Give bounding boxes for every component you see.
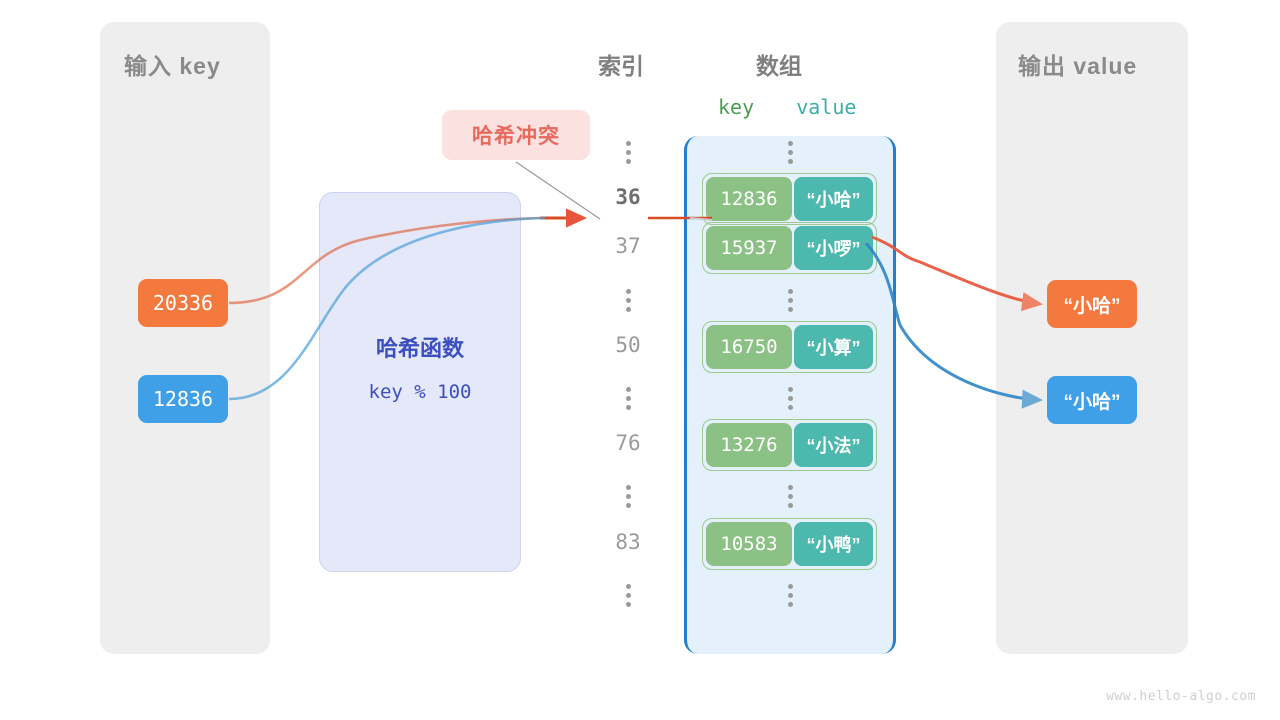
hash-collision-label: 哈希冲突 [472, 125, 560, 148]
index-ellipsis-3 [593, 481, 663, 512]
array-ellipsis-2 [770, 383, 810, 414]
index-ellipsis-0 [593, 137, 663, 168]
input-key-chip-0: 20336 [138, 279, 228, 327]
array-ellipsis-1 [770, 285, 810, 316]
array-index-83: 83 [615, 529, 641, 554]
bucket-value-50: “小算” [794, 324, 873, 369]
output-value-chip-1: “小哈” [1047, 376, 1137, 424]
bucket-key-37: 15937 [706, 226, 792, 271]
bucket-key-83: 10583 [706, 521, 792, 566]
index-column-header: 索引 [598, 53, 644, 79]
bucket-key-76: 13276 [706, 423, 792, 468]
bucket-key-50: 16750 [706, 324, 792, 369]
array-column-header: 数组 [756, 53, 802, 79]
output-panel-title: 输出 value [1018, 53, 1138, 79]
watermark: www.hello-algo.com [1106, 689, 1256, 704]
bucket-value-76: “小法” [794, 423, 873, 468]
value-header-label: value [796, 95, 857, 119]
index-ellipsis-4 [593, 580, 663, 611]
array-bucket-37: 15937“小啰” [702, 222, 877, 275]
hash-function-title: 哈希函数 [375, 336, 464, 361]
hash-function-formula: key % 100 [368, 381, 472, 403]
array-ellipsis-3 [770, 481, 810, 512]
key-header-label: key [718, 95, 755, 119]
bucket-value-37: “小啰” [794, 226, 873, 271]
output-value-chip-0: “小哈” [1047, 280, 1137, 328]
index-ellipsis-2 [593, 383, 663, 414]
output-panel [996, 22, 1188, 654]
array-index-37: 37 [615, 234, 641, 259]
array-index-76: 76 [615, 431, 641, 456]
input-key-chip-1: 12836 [138, 375, 228, 423]
array-ellipsis-4 [770, 580, 810, 611]
index-ellipsis-1 [593, 285, 663, 316]
array-ellipsis-0 [770, 137, 810, 168]
array-index-50: 50 [615, 332, 641, 357]
input-panel [100, 22, 270, 654]
hash-collision-callout: 哈希冲突 [442, 110, 590, 160]
bucket-key-36: 12836 [706, 177, 792, 222]
array-bucket-50: 16750“小算” [702, 320, 877, 373]
key-value-header: key value [718, 95, 856, 119]
bucket-value-36: “小哈” [794, 177, 873, 222]
array-bucket-36: 12836“小哈” [702, 173, 877, 226]
array-index-36: 36 [615, 185, 641, 210]
array-bucket-83: 10583“小鸭” [702, 517, 877, 570]
bucket-value-83: “小鸭” [794, 521, 873, 566]
array-bucket-76: 13276“小法” [702, 419, 877, 472]
hash-function-box: 哈希函数 key % 100 [319, 192, 521, 572]
input-panel-title: 输入 key [124, 53, 221, 79]
